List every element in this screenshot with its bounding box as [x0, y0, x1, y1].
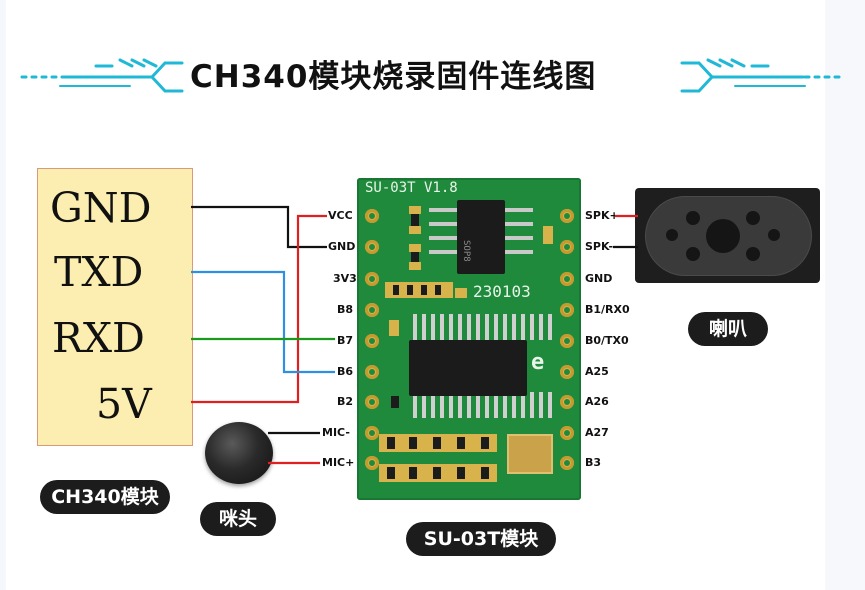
board-caption: SU-03T模块 [406, 522, 556, 556]
pad [560, 365, 574, 379]
ch340-pin-rxd: RXD [52, 314, 145, 362]
ch340-pin-5v: 5V [96, 380, 152, 428]
wire-gnd [191, 205, 327, 249]
crystal [507, 434, 553, 474]
speaker-caption: 喇叭 [688, 312, 768, 346]
board-pin-b2: B2 [337, 395, 354, 408]
main-chip [409, 340, 527, 396]
board-pin-b8: B8 [337, 303, 354, 316]
date-code: 230103 [473, 282, 531, 301]
logo-icon: e [531, 350, 545, 375]
board-pin-3v3: 3V3 [333, 272, 357, 285]
board-pin-b6: B6 [337, 365, 354, 378]
pad [560, 209, 574, 223]
page-edge [0, 0, 6, 590]
diagram-title: CH340模块烧录固件连线图 [190, 59, 597, 95]
board-pin-a25: A25 [585, 365, 609, 378]
board-pin-b3: B3 [585, 456, 602, 469]
ch340-module: GND TXD RXD 5V [37, 168, 193, 446]
pad [365, 240, 379, 254]
ch340-caption: CH340模块 [40, 480, 170, 514]
sop8-chip: SOP8 [457, 200, 505, 274]
pad [365, 334, 379, 348]
ch340-pin-txd: TXD [54, 248, 144, 296]
board-pin-mic-minus: MIC- [322, 426, 350, 439]
board-pin-spk-plus: SPK+ [585, 209, 619, 222]
pad [365, 426, 379, 440]
board-pin-spk-minus: SPK- [585, 240, 614, 253]
board-pin-b1-rx0: B1/RX0 [585, 303, 630, 316]
board-pin-a27: A27 [585, 426, 609, 439]
pad [365, 272, 379, 286]
board-pin-b7: B7 [337, 334, 354, 347]
ch340-pin-gnd: GND [50, 184, 152, 232]
wire-5v [191, 214, 327, 404]
board-pin-a26: A26 [585, 395, 609, 408]
pad [560, 334, 574, 348]
pad [365, 209, 379, 223]
pad [365, 456, 379, 470]
page-edge [825, 0, 865, 590]
wire-txd [191, 270, 335, 374]
pad [560, 240, 574, 254]
mic-caption: 咪头 [200, 502, 276, 536]
pad [560, 426, 574, 440]
microphone-icon [205, 422, 273, 484]
board-pin-mic-plus: MIC+ [322, 456, 355, 469]
board-name: SU-03T V1.8 [365, 180, 458, 196]
pad [560, 303, 574, 317]
board-pin-b0-tx0: B0/TX0 [585, 334, 629, 347]
pad [365, 395, 379, 409]
board-pin-vcc: VCC [328, 209, 353, 222]
pad [560, 456, 574, 470]
pad [365, 303, 379, 317]
board-pin-gnd-right: GND [585, 272, 613, 285]
pad [560, 272, 574, 286]
board-pin-gnd: GND [328, 240, 356, 253]
pad [560, 395, 574, 409]
pad [365, 365, 379, 379]
su03t-board: SU-03T V1.8 SOP8 230103 e [357, 178, 581, 500]
speaker-icon [635, 188, 820, 283]
